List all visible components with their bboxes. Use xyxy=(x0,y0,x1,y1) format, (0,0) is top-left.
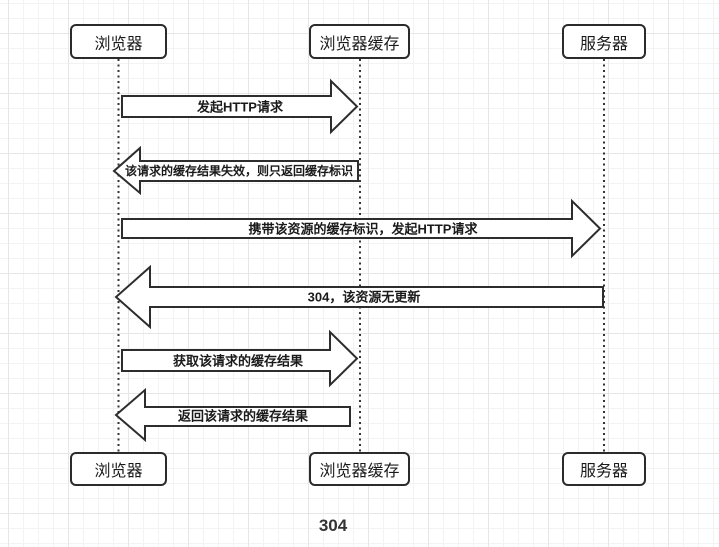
actor-browser-cache-bottom-label: 浏览器缓存 xyxy=(319,463,400,480)
message-label-cache-invalid: 该请求的缓存结果失效，则只返回缓存标识 xyxy=(124,164,354,178)
actor-browser-top: 浏览器 xyxy=(70,24,167,59)
actor-browser-cache-top: 浏览器缓存 xyxy=(309,24,410,59)
arrow-304-not-modified xyxy=(114,264,604,330)
message-label-return-cached-result: 返回该请求的缓存结果 xyxy=(177,408,309,424)
actor-browser-top-label: 浏览器 xyxy=(94,35,143,53)
actor-server-top-label: 服务器 xyxy=(579,35,628,53)
message-label-request-with-identifier: 携带该资源的缓存标识，发起HTTP请求 xyxy=(248,221,478,237)
message-label-get-cached-result: 获取该请求的缓存结果 xyxy=(172,353,304,369)
actor-browser-cache-top-label: 浏览器缓存 xyxy=(319,35,400,53)
arrow-cache-invalid-return-identifier xyxy=(112,145,359,196)
message-label-304-not-modified: 304，该资源无更新 xyxy=(307,289,421,305)
arrow-request-with-cache-identifier xyxy=(121,198,602,259)
arrow-return-cached-result xyxy=(114,387,351,443)
actor-browser-cache-bottom: 浏览器缓存 xyxy=(309,452,410,486)
message-label-initiate-http-request: 发起HTTP请求 xyxy=(197,99,283,115)
actor-server-bottom-label: 服务器 xyxy=(579,463,628,480)
diagram-title: 304 xyxy=(318,516,348,535)
actor-server-top: 服务器 xyxy=(562,24,646,59)
arrow-initiate-http-request xyxy=(121,78,359,135)
actor-browser-bottom-label: 浏览器 xyxy=(94,463,143,480)
actor-server-bottom: 服务器 xyxy=(562,452,646,486)
actor-browser-bottom: 浏览器 xyxy=(70,452,167,486)
arrow-get-cached-result xyxy=(121,329,359,388)
